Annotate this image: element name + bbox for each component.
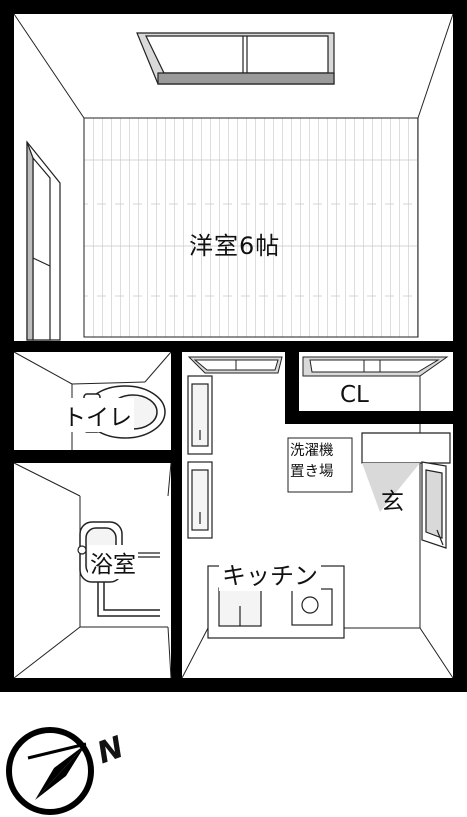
window-top [136, 32, 335, 85]
western-room-label: 洋室6帖 [189, 232, 281, 260]
toilet-room [13, 351, 172, 450]
toilet-label: トイレ [61, 398, 134, 432]
closet-label: CL [340, 382, 369, 408]
kitchen-left-cabinets [187, 375, 213, 539]
washer-space-box [287, 437, 353, 493]
closet-wall-left [285, 352, 299, 424]
bathroom-label: 浴室 [88, 545, 138, 579]
washer-space-label: 洗濯機 置き場 [290, 443, 334, 480]
compass-north-arrow-icon [6, 727, 94, 815]
entrance-label: 玄 [381, 489, 404, 515]
entrance-area [361, 432, 451, 549]
closet-wall-bottom [285, 411, 453, 424]
western-room-perspective [13, 13, 454, 338]
kitchen-label: キッチン [219, 556, 321, 591]
left-door [26, 140, 61, 341]
closet-interior [302, 356, 449, 377]
kitchen-window-left [187, 356, 283, 374]
